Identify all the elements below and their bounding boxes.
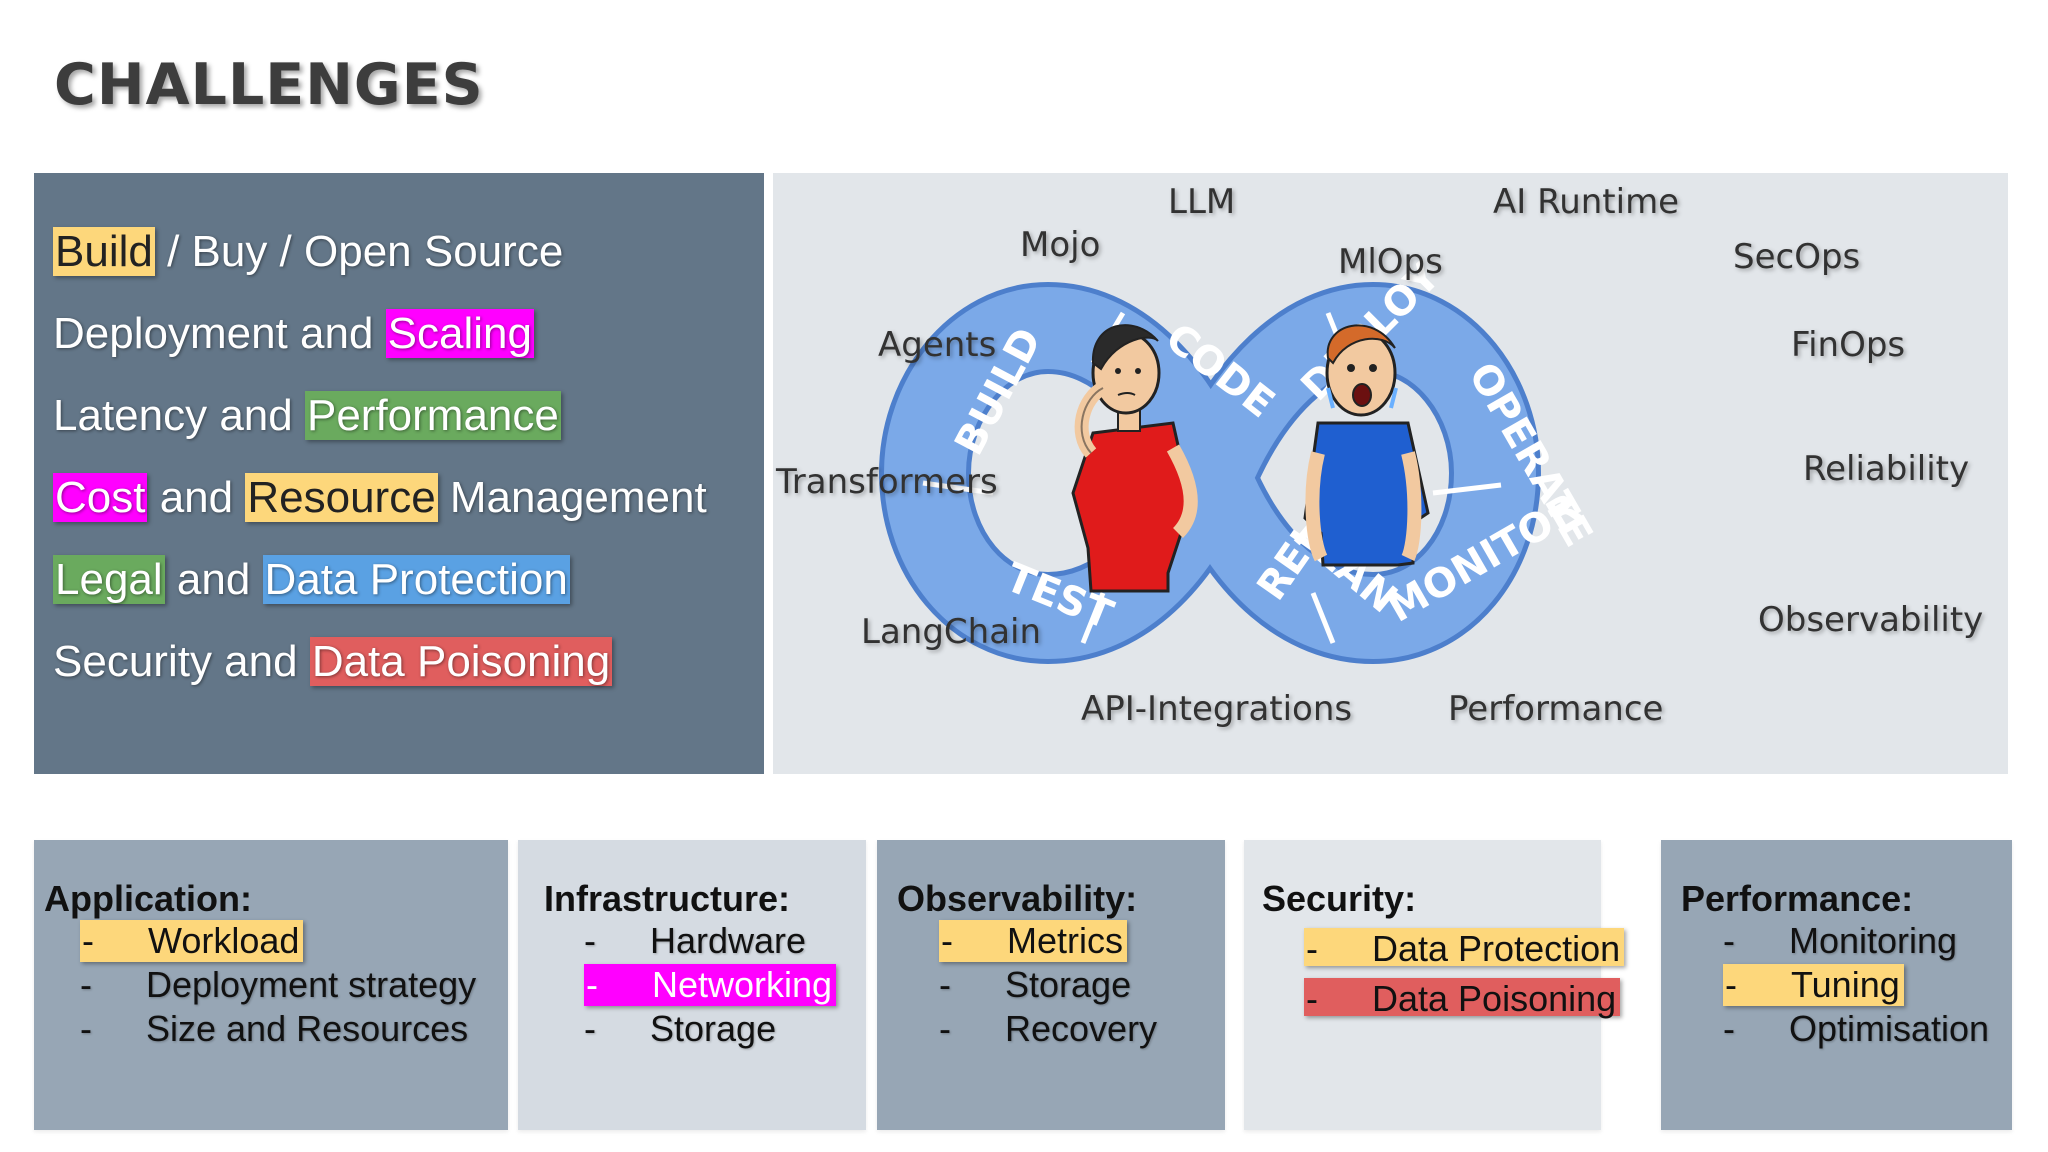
highlighted-term: Resource [245, 473, 438, 522]
challenge-item: Build / Buy / Open Source [53, 227, 707, 309]
observability-list-item: - Metrics [939, 920, 1127, 962]
observability-item-label: Metrics [1007, 920, 1123, 961]
security-list-item: - Data Poisoning [1304, 978, 1621, 1019]
keyword-llm: LLM [1168, 182, 1235, 222]
performance-list-item: - Tuning [1723, 964, 1904, 1006]
application-list-item: - Size and Resources [80, 1008, 476, 1052]
list-dash: - [586, 964, 598, 1005]
application-item-label: Size and Resources [146, 1008, 469, 1049]
infrastructure-box: Infrastructure: - Hardware - Networking - Sto… [518, 840, 866, 1130]
keyword-ai-runtime: AI Runtime [1493, 182, 1679, 222]
list-dash: - [1306, 928, 1318, 969]
highlighted-term: Data Poisoning [309, 637, 613, 686]
security-item-label: Data Poisoning [1372, 978, 1617, 1019]
keyword-agents: Agents [878, 325, 996, 365]
infrastructure-title: Infrastructure: [544, 878, 791, 919]
performance-item-label: Tuning [1791, 964, 1900, 1005]
observability-box: Observability: - Metrics - Storage - Recovery [877, 840, 1225, 1130]
infrastructure-list-item: - Networking [584, 964, 837, 1006]
challenge-text: and [147, 473, 246, 522]
highlighted-term: Build [53, 227, 155, 276]
performance-item-label: Monitoring [1789, 920, 1958, 961]
keyword-api-integrations: API-Integrations [1081, 689, 1352, 729]
highlighted-term: Legal [53, 555, 165, 604]
highlighted-term: Performance [304, 391, 561, 440]
challenge-text: Management [437, 473, 707, 522]
challenge-item: Latency and Performance [53, 391, 707, 473]
list-dash: - [80, 964, 92, 1005]
challenge-item: Cost and Resource Management [53, 473, 707, 555]
performance-list-item: - Optimisation [1723, 1008, 1989, 1052]
infrastructure-item-label: Storage [650, 1008, 777, 1049]
observability-title: Observability: [897, 878, 1138, 919]
application-box: Application: - Workload - Deployment strate… [34, 840, 508, 1130]
challenge-item: Legal and Data Protection [53, 555, 707, 637]
application-list-item: - Workload [80, 920, 304, 962]
keyword-transformers: Transformers [775, 462, 998, 502]
keyword-observability: Observability [1758, 600, 1983, 640]
challenge-item: Security and Data Poisoning [53, 637, 707, 719]
devops-infinity-diagram: BUILD CODE TEST RELEASE DEPLOY OPERATE P… [775, 182, 1983, 729]
keyword-mojo: Mojo [1020, 225, 1100, 265]
keyword-finops: FinOps [1791, 325, 1905, 365]
security-list-item: - Data Protection [1304, 928, 1625, 969]
highlighted-term: Scaling [385, 309, 534, 358]
keyword-secops: SecOps [1733, 237, 1860, 277]
performance-items: - Monitoring - Tuning - Optimisation [1723, 920, 1989, 1052]
performance-list-item: - Monitoring [1723, 920, 1989, 964]
list-dash: - [1723, 920, 1735, 961]
security-items: - Data Protection - Data Poisoning [1304, 928, 1625, 1028]
challenge-text: Deployment and [53, 309, 386, 358]
list-dash: - [1725, 964, 1737, 1005]
security-item-label: Data Protection [1372, 928, 1621, 969]
list-dash: - [584, 1008, 596, 1049]
observability-list-item: - Recovery [939, 1008, 1157, 1052]
application-items: - Workload - Deployment strategy - Size and R… [80, 920, 476, 1052]
challenge-text: Latency and [53, 391, 305, 440]
performance-item-label: Optimisation [1789, 1008, 1990, 1049]
performance-title: Performance: [1681, 878, 1914, 919]
application-item-label: Workload [148, 920, 300, 961]
highlighted-term: Cost [53, 473, 148, 522]
infrastructure-list-item: - Hardware [584, 920, 836, 964]
observability-list-item: - Storage [939, 964, 1157, 1008]
challenge-text: / Buy / Open Source [154, 227, 564, 276]
security-title: Security: [1262, 878, 1417, 919]
challenge-text: and [164, 555, 263, 604]
list-dash: - [82, 920, 94, 961]
infrastructure-items: - Hardware - Networking - Storage [584, 920, 837, 1052]
devops-diagram-panel: BUILD CODE TEST RELEASE DEPLOY OPERATE P… [773, 173, 2008, 774]
observability-item-label: Recovery [1005, 1008, 1158, 1049]
list-dash: - [1723, 1008, 1735, 1049]
keyword-mlops: MlOps [1338, 242, 1443, 282]
highlighted-term: Data Protection [262, 555, 570, 604]
observability-item-label: Storage [1005, 964, 1132, 1005]
challenge-text: Security and [53, 637, 310, 686]
challenge-item: Deployment and Scaling [53, 309, 707, 391]
keyword-reliability: Reliability [1803, 449, 1969, 489]
list-dash: - [80, 1008, 92, 1049]
infrastructure-item-label: Hardware [650, 920, 807, 961]
performance-box: Performance: - Monitoring - Tuning - Optimisa… [1661, 840, 2012, 1130]
list-dash: - [1306, 978, 1318, 1019]
application-item-label: Deployment strategy [146, 964, 477, 1005]
observability-items: - Metrics - Storage - Recovery [939, 920, 1157, 1052]
list-dash: - [584, 920, 596, 961]
thinking-developer-illustration [1071, 324, 1198, 593]
keyword-langchain: LangChain [861, 612, 1041, 652]
list-dash: - [941, 920, 953, 961]
keyword-performance: Performance [1448, 689, 1663, 729]
worried-operator-illustration [1303, 324, 1430, 567]
list-dash: - [939, 964, 951, 1005]
list-dash: - [939, 1008, 951, 1049]
security-box: Security: - Data Protection - Data Poisonin… [1244, 840, 1625, 1130]
infrastructure-list-item: - Storage [584, 1008, 836, 1052]
application-title: Application: [44, 878, 252, 919]
keywords: LLM Mojo MlOps AI Runtime SecOps Agents … [775, 182, 1983, 729]
application-list-item: - Deployment strategy [80, 964, 476, 1008]
slide-title: CHALLENGES [54, 52, 484, 118]
infrastructure-item-label: Networking [652, 964, 833, 1005]
